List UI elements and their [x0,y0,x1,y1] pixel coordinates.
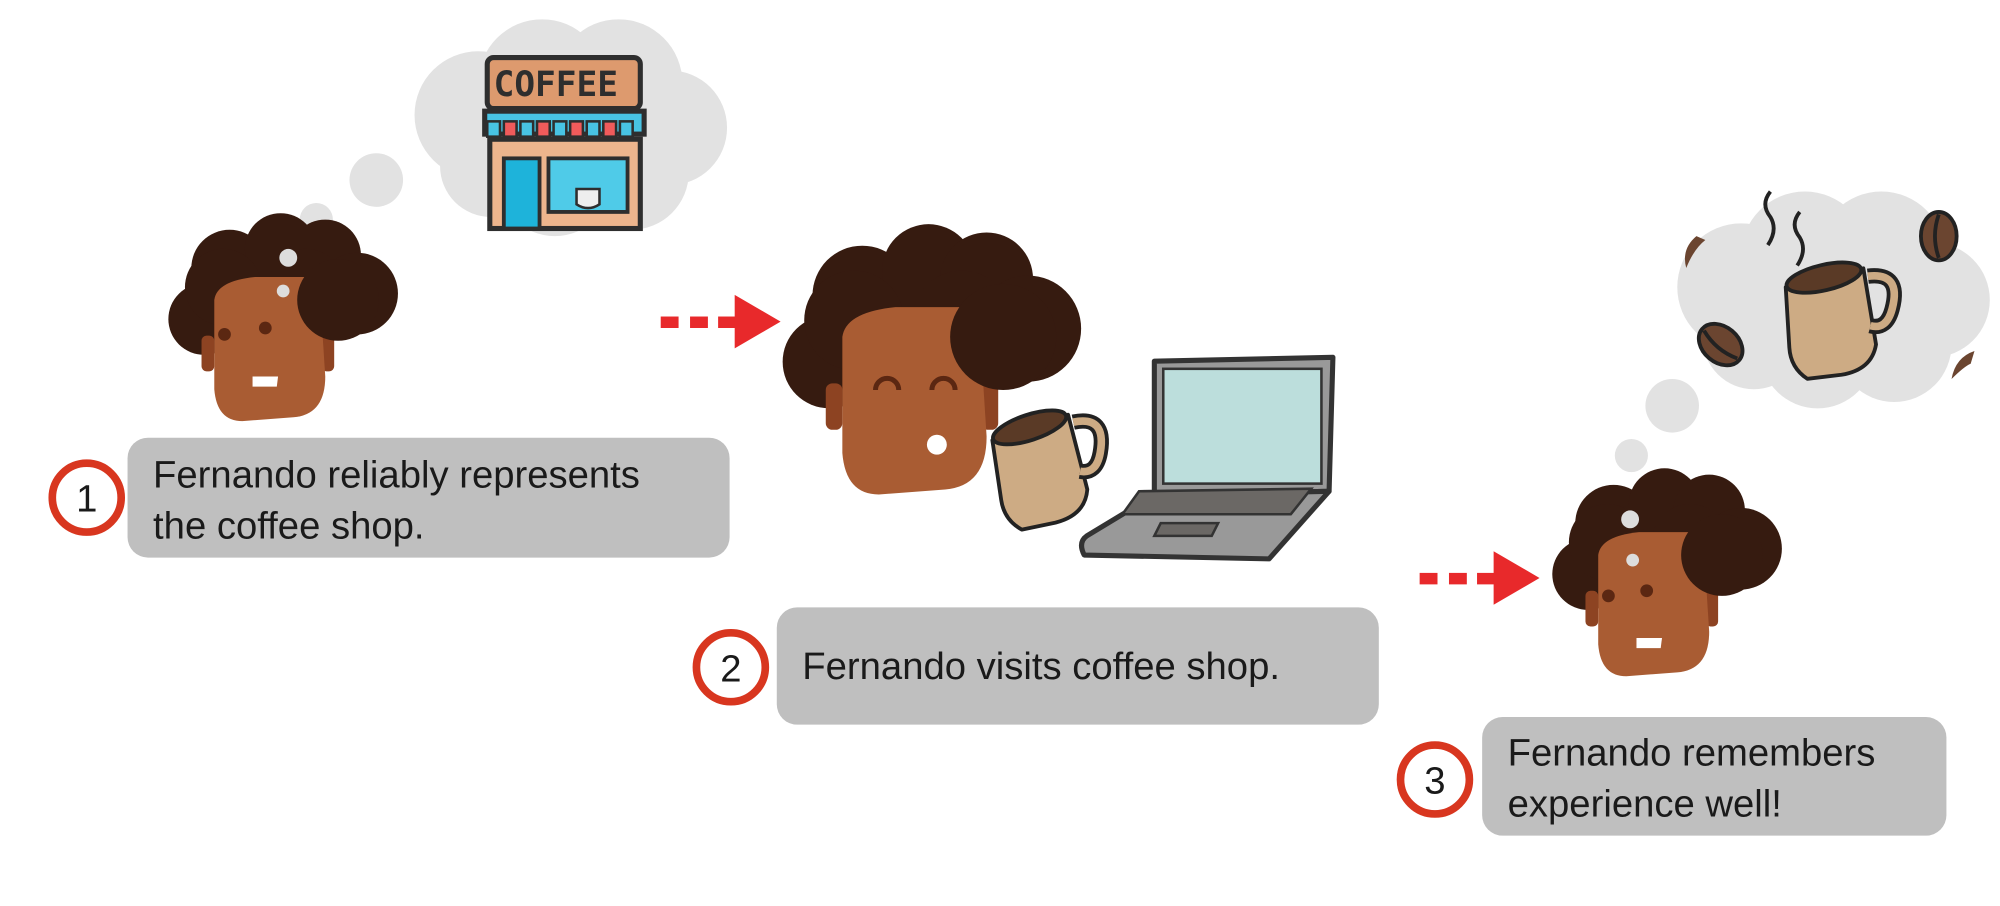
thought-bubble [1645,379,1699,433]
thought-bubble [349,153,404,207]
step-number: 2 [720,647,741,690]
coffee-bean-icon [1684,236,1706,269]
fernando-face [168,213,398,422]
caption-box [776,607,1379,725]
dashed-arrow-icon [1419,551,1540,605]
fernando-face [782,224,1082,495]
caption-line: experience well! [1508,783,1782,826]
step-2-illustration [782,224,1336,562]
step-3-illustration [1552,190,1990,677]
caption-line: Fernando visits coffee shop. [802,645,1280,688]
step-2: 2 Fernando visits coffee shop. [692,607,1379,725]
step-number-badge [1396,741,1474,818]
coffee-bean-icon [1919,210,1959,263]
caption-line: Fernando reliably represents [153,453,640,496]
dashed-arrow-icon [660,294,781,349]
step-number-badge [692,629,770,706]
step-3: 3 Fernando remembers experience well! [1396,717,1947,836]
steam-icon [1792,210,1805,267]
step-number: 3 [1424,760,1445,803]
caption-line: the coffee shop. [153,504,425,547]
caption-box [127,437,730,558]
coffee-bean-icon [1951,350,1975,380]
caption-box [1482,717,1947,836]
steam-icon [1763,190,1776,247]
step-1: 1 Fernando reliably represents the coffe… [48,437,730,558]
step-number-badge [48,459,125,536]
caption-line: Fernando remembers [1508,731,1876,774]
thought-bubble [1614,438,1648,473]
step-1-illustration: COFFEE [168,19,728,422]
step-number: 1 [76,478,97,521]
laptop-icon [1079,354,1336,562]
fernando-face [1552,468,1782,677]
coffee-shop-icon: COFFEE [482,55,647,232]
shop-sign-text: COFFEE [494,65,618,105]
